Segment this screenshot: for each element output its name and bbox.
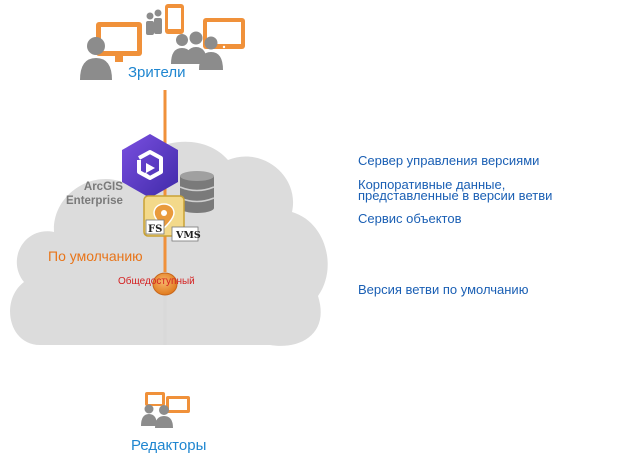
database-icon xyxy=(179,171,215,213)
arcgis-enterprise-label: ArcGIS Enterprise xyxy=(66,180,123,208)
viewers-label: Зрители xyxy=(128,64,186,81)
default-version-label: По умолчанию xyxy=(48,248,143,264)
cloud-shape xyxy=(10,141,328,346)
viewers-icon-group xyxy=(80,4,245,80)
arcgis-label-line1: ArcGIS xyxy=(83,181,123,193)
tablet-icon xyxy=(165,4,184,34)
legend-feature-service: Сервис объектов xyxy=(358,211,462,226)
arcgis-enterprise-icon xyxy=(122,134,178,198)
person-icon xyxy=(80,37,112,80)
legend-enterprise-data-line1: Корпоративные данные, xyxy=(358,177,506,192)
feature-service-icon xyxy=(143,195,199,242)
person-group-icon xyxy=(146,9,162,35)
legend-enterprise-data-line2: представленные в версии ветви xyxy=(358,188,553,203)
editors-label: Редакторы xyxy=(131,437,207,454)
person-icon xyxy=(171,31,223,70)
person-icon xyxy=(141,404,173,428)
arcgis-label-line2: Enterprise xyxy=(66,195,123,207)
vms-badge-label: VMS xyxy=(176,230,201,241)
default-version-node xyxy=(152,272,178,296)
public-access-label: Общедоступный xyxy=(118,276,195,287)
legend-default-branch-version: Версия ветви по умолчанию xyxy=(358,282,529,297)
legend-version-management-server: Сервер управления версиями xyxy=(358,153,540,168)
monitor-icon xyxy=(96,22,142,62)
editors-icon-group xyxy=(141,392,190,428)
monitor-icon xyxy=(145,392,165,406)
monitor-icon xyxy=(166,396,190,413)
fs-badge-label: FS xyxy=(148,224,163,235)
